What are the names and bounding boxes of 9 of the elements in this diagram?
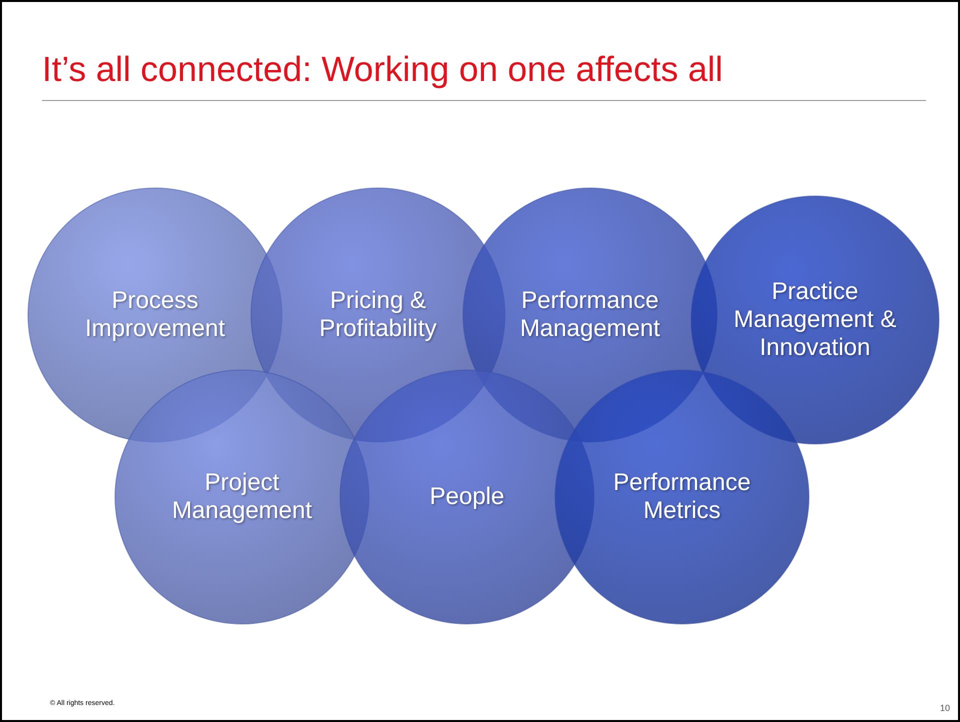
circle-label: Project Management xyxy=(170,469,314,525)
circle-label: Pricing & Profitability xyxy=(318,287,438,343)
circle-label: Performance Metrics xyxy=(612,469,752,525)
circle-label: Practice Management & Innovation xyxy=(732,278,898,362)
slide-title: It’s all connected: Working on one affects all xyxy=(42,50,723,90)
circle-label: Process Improvement xyxy=(84,287,226,343)
circle-label: Performance Management xyxy=(518,287,662,343)
page-number: 10 xyxy=(940,703,950,713)
circle-label: People xyxy=(430,483,504,511)
